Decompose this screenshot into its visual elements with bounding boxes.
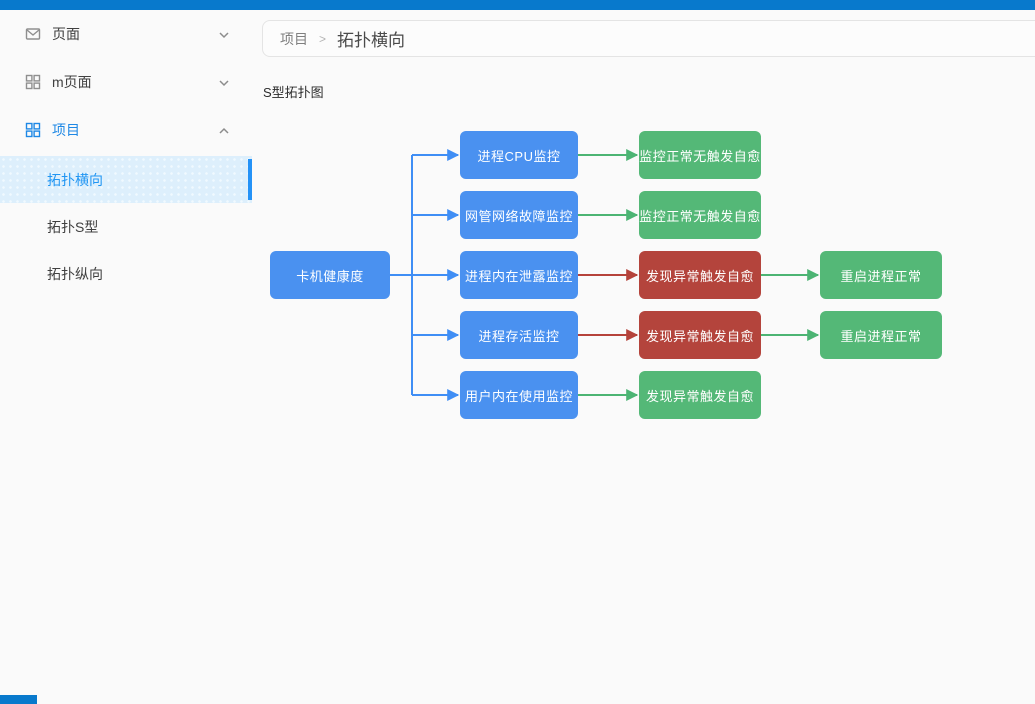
diagram-node-f3[interactable]: 重启进程正常: [820, 251, 942, 299]
diagram-node-e3[interactable]: 发现异常触发自愈: [639, 251, 761, 299]
chevron-up-icon: [218, 124, 230, 136]
mail-icon: [25, 26, 41, 42]
bottom-left-progress-bar: [0, 695, 37, 704]
page-title: 拓扑横向: [337, 31, 406, 50]
sidebar: 页面 m页面 项目 拓扑横向 拓扑S型 拓扑纵向: [0, 10, 252, 704]
submenu-item-label: 拓扑纵向: [47, 265, 103, 282]
diagram-node-e4[interactable]: 发现异常触发自愈: [639, 311, 761, 359]
diagram-node-n3[interactable]: 进程内在泄露监控: [460, 251, 578, 299]
diagram-node-root[interactable]: 卡机健康度: [270, 251, 390, 299]
breadcrumb: 项目 > 拓扑横向: [262, 20, 1035, 57]
grid-icon: [25, 74, 41, 90]
sidebar-item-project[interactable]: 项目: [0, 106, 252, 154]
sidebar-item-topology-vertical[interactable]: 拓扑纵向: [0, 250, 252, 297]
sidebar-item-label: 项目: [52, 122, 80, 138]
submenu-item-label: 拓扑S型: [47, 218, 99, 235]
diagram-node-n4[interactable]: 进程存活监控: [460, 311, 578, 359]
diagram-node-n1[interactable]: 进程CPU监控: [460, 131, 578, 179]
diagram-node-e5[interactable]: 发现异常触发自愈: [639, 371, 761, 419]
diagram-node-e2[interactable]: 监控正常无触发自愈: [639, 191, 761, 239]
breadcrumb-parent[interactable]: 项目: [280, 30, 308, 47]
sidebar-item-m-pages[interactable]: m页面: [0, 58, 252, 106]
sidebar-item-pages[interactable]: 页面: [0, 10, 252, 58]
sidebar-item-label: 页面: [52, 26, 80, 42]
sidebar-item-label: m页面: [52, 74, 92, 90]
grid-icon: [25, 122, 41, 138]
chevron-down-icon: [218, 76, 230, 88]
top-accent-bar: [0, 0, 1035, 10]
diagram-node-e1[interactable]: 监控正常无触发自愈: [639, 131, 761, 179]
breadcrumb-separator: >: [319, 31, 327, 46]
diagram-node-n5[interactable]: 用户内在使用监控: [460, 371, 578, 419]
submenu-item-label: 拓扑横向: [47, 171, 103, 188]
diagram-node-n2[interactable]: 网管网络故障监控: [460, 191, 578, 239]
section-label: S型拓扑图: [263, 85, 324, 100]
active-indicator-bar: [248, 159, 252, 200]
chevron-down-icon: [218, 28, 230, 40]
sidebar-item-topology-s[interactable]: 拓扑S型: [0, 203, 252, 250]
sidebar-item-topology-horizontal[interactable]: 拓扑横向: [0, 156, 252, 203]
diagram-node-f4[interactable]: 重启进程正常: [820, 311, 942, 359]
